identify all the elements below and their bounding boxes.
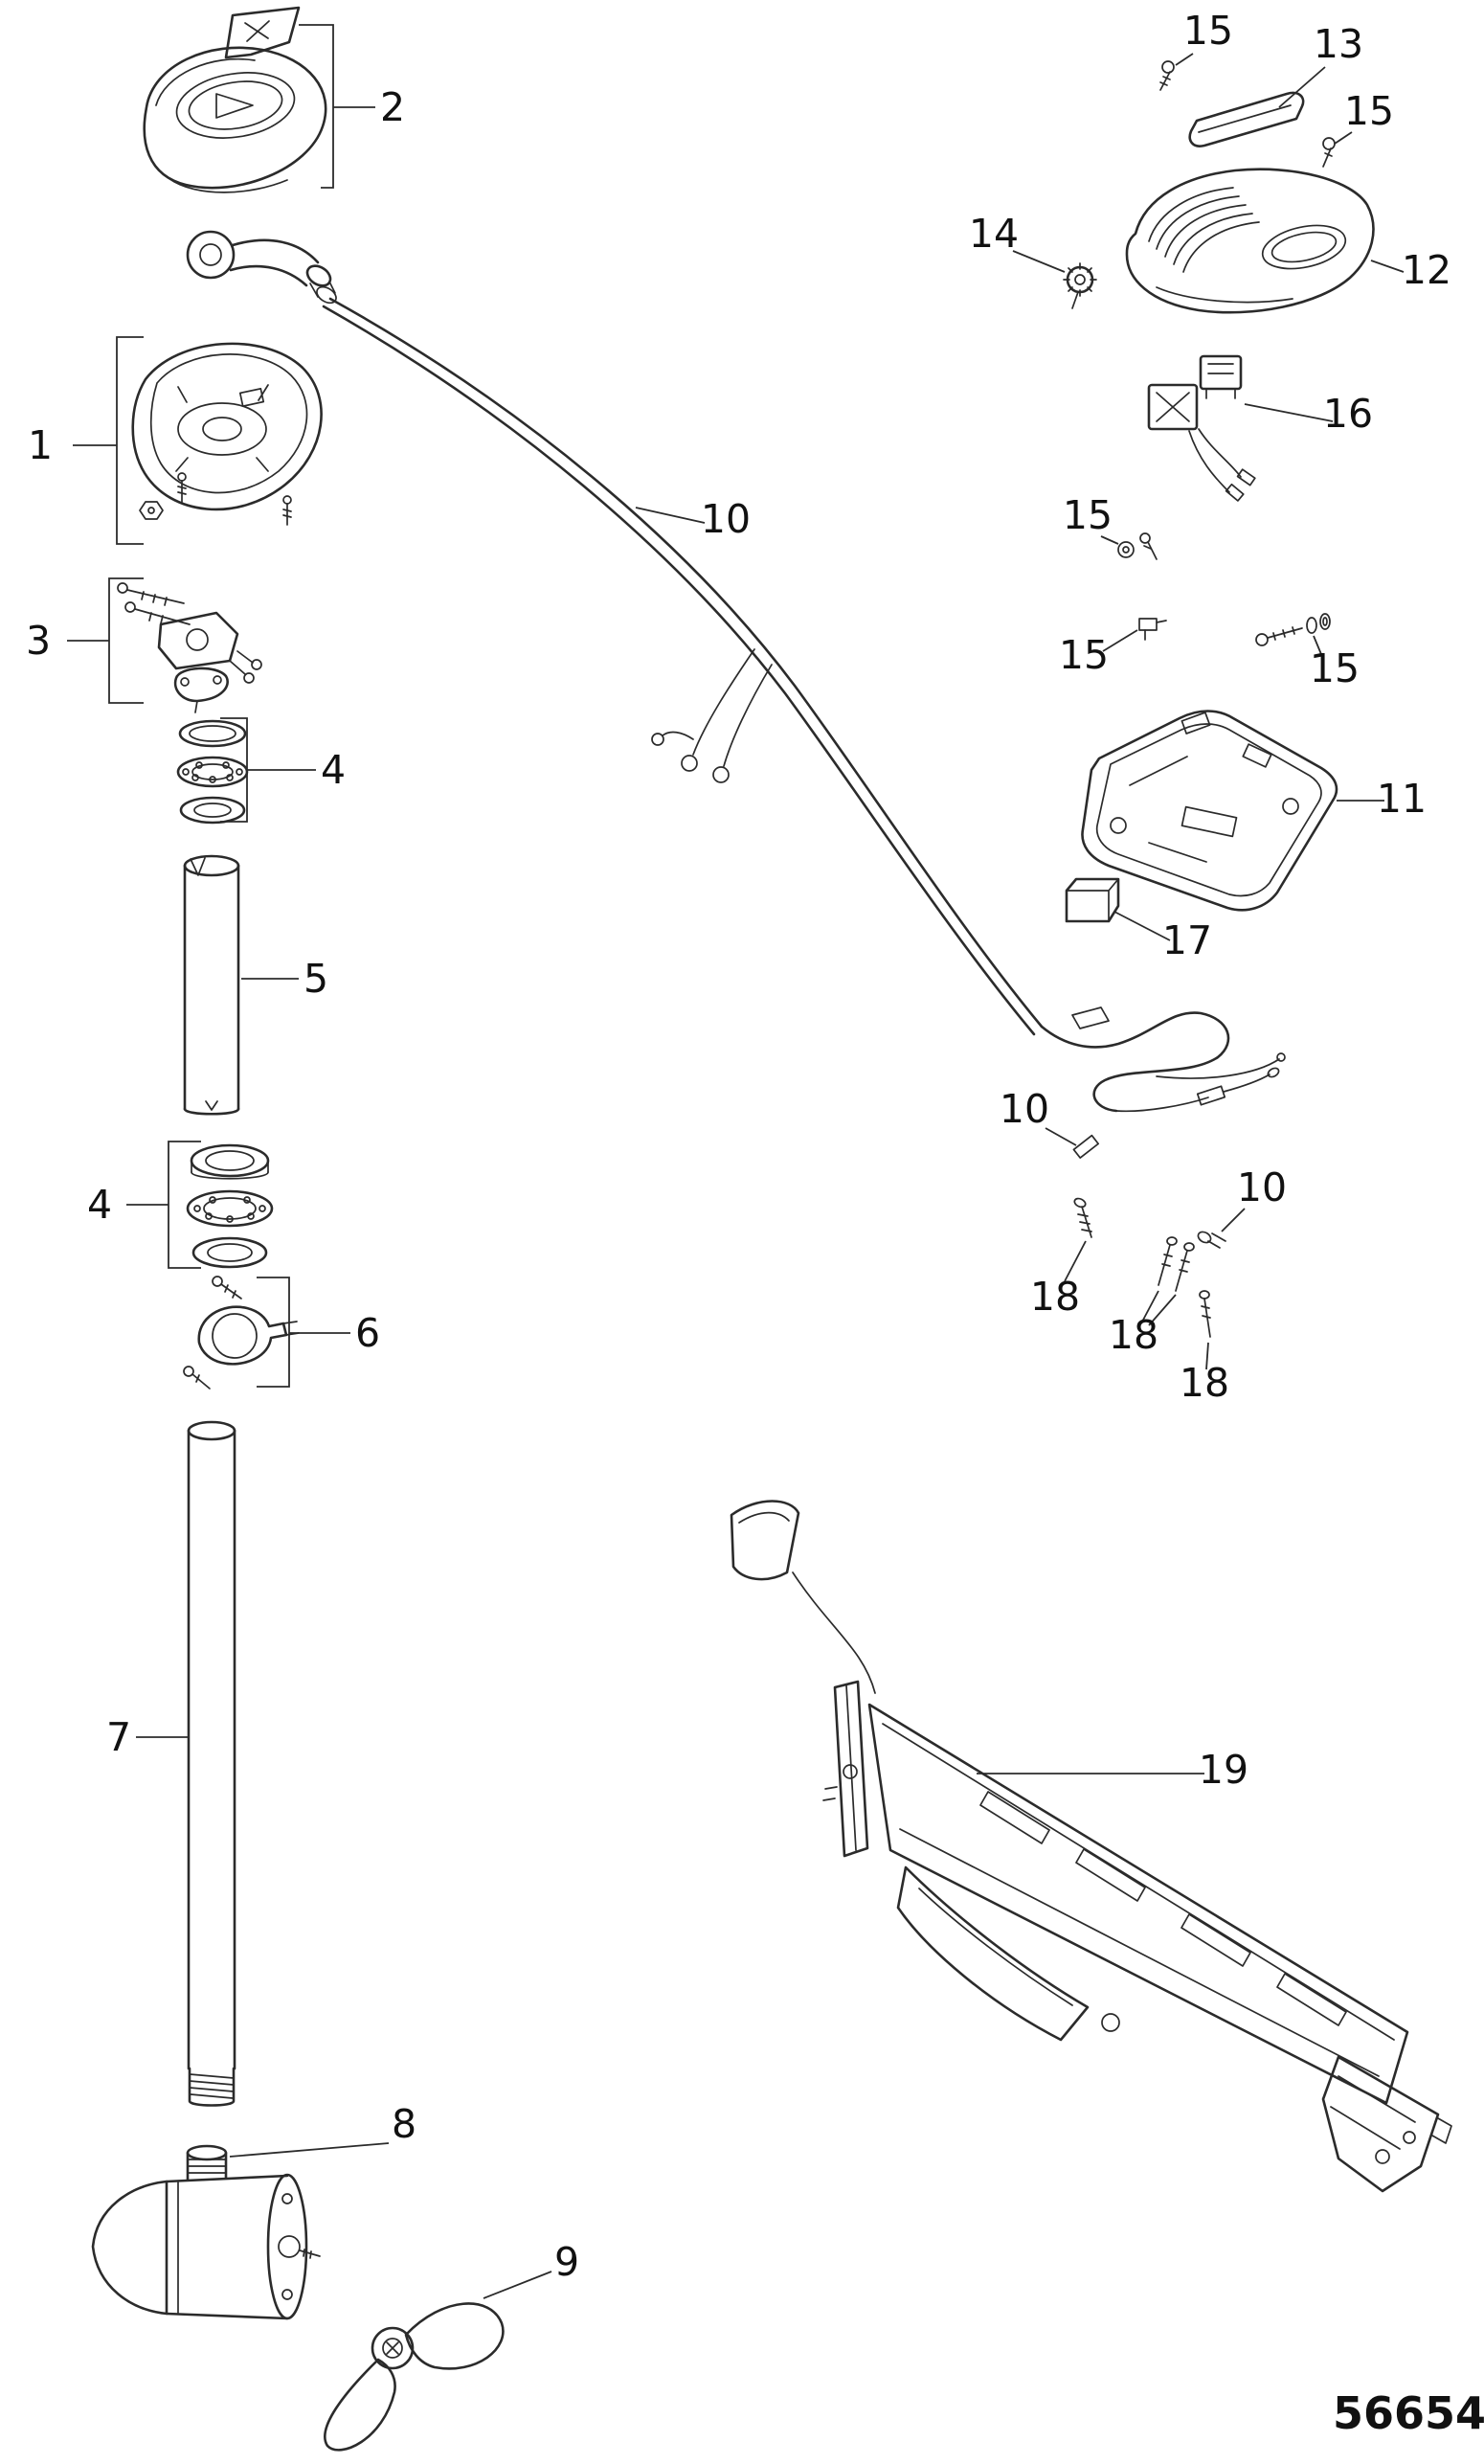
- switch-part: [1147, 354, 1256, 502]
- screw-18-c: [1199, 1290, 1211, 1338]
- leader-lines: [67, 24, 1405, 2299]
- callout-18-a: 18: [1030, 1274, 1080, 1320]
- screw-18-a: [1073, 1197, 1092, 1238]
- callout-16: 16: [1323, 391, 1373, 437]
- callout-15-b: 15: [1344, 88, 1394, 134]
- callout-5: 5: [304, 956, 328, 1002]
- pedal-base-part: [1081, 710, 1338, 912]
- callout-18-b: 18: [1109, 1312, 1158, 1358]
- upper-tube-part: [183, 854, 240, 1116]
- callout-12: 12: [1402, 247, 1451, 293]
- callout-10-main: 10: [701, 496, 751, 542]
- diagram-number: 56654: [1333, 2387, 1484, 2439]
- head-cover-part: [143, 6, 327, 193]
- screw-15-top-right: [1322, 137, 1336, 168]
- callout-6: 6: [355, 1310, 380, 1356]
- screw-15-top-left: [1159, 60, 1175, 91]
- housing-part: [131, 342, 323, 526]
- callout-15-c: 15: [1063, 492, 1113, 538]
- screw-18-b: [1158, 1236, 1195, 1292]
- screw-washers-15-right: [1255, 613, 1331, 646]
- callout-7: 7: [106, 1714, 131, 1760]
- callout-4-upper: 4: [321, 747, 346, 793]
- bearing-stack-lower-part: [186, 1143, 274, 1269]
- callout-10-connector: 10: [1237, 1164, 1287, 1210]
- callout-13: 13: [1314, 21, 1363, 67]
- callout-2: 2: [380, 84, 405, 130]
- callout-4-lower: 4: [87, 1182, 112, 1228]
- screw-washer-15-mid: [1117, 532, 1158, 560]
- fuse-box-part: [1065, 877, 1120, 923]
- propeller-part: [324, 2302, 505, 2452]
- steering-cable-part: [322, 297, 1286, 1249]
- callout-11: 11: [1377, 776, 1427, 822]
- clamp-part: [183, 1276, 300, 1390]
- callout-18-c: 18: [1180, 1360, 1229, 1406]
- mount-bracket-part: [730, 1500, 1452, 2193]
- callout-15-e: 15: [1310, 645, 1360, 691]
- pedal-top-cover-part: [1125, 168, 1375, 314]
- long-shaft-part: [187, 1420, 236, 2107]
- callout-15-a: 15: [1183, 8, 1233, 54]
- callout-14: 14: [969, 211, 1019, 257]
- callout-10-plug: 10: [1000, 1086, 1049, 1132]
- callout-17: 17: [1162, 917, 1212, 963]
- callout-3: 3: [26, 618, 51, 664]
- callout-1: 1: [28, 422, 53, 468]
- callout-15-d: 15: [1059, 632, 1109, 678]
- callout-19: 19: [1199, 1747, 1248, 1793]
- motor-part: [91, 2144, 321, 2320]
- tiller-arm-part: [186, 230, 337, 305]
- callout-labels: 1 2 3 4 5 4 6 7 8 9 10 10 10 11 12 13 14…: [26, 8, 1451, 2285]
- dial-gear-part: [1063, 262, 1097, 309]
- mount-hardware-part: [117, 582, 262, 713]
- clip-15-mid: [1138, 618, 1167, 641]
- bearing-stack-upper-part: [176, 719, 249, 825]
- callout-9: 9: [554, 2239, 579, 2285]
- callout-8: 8: [392, 2101, 416, 2147]
